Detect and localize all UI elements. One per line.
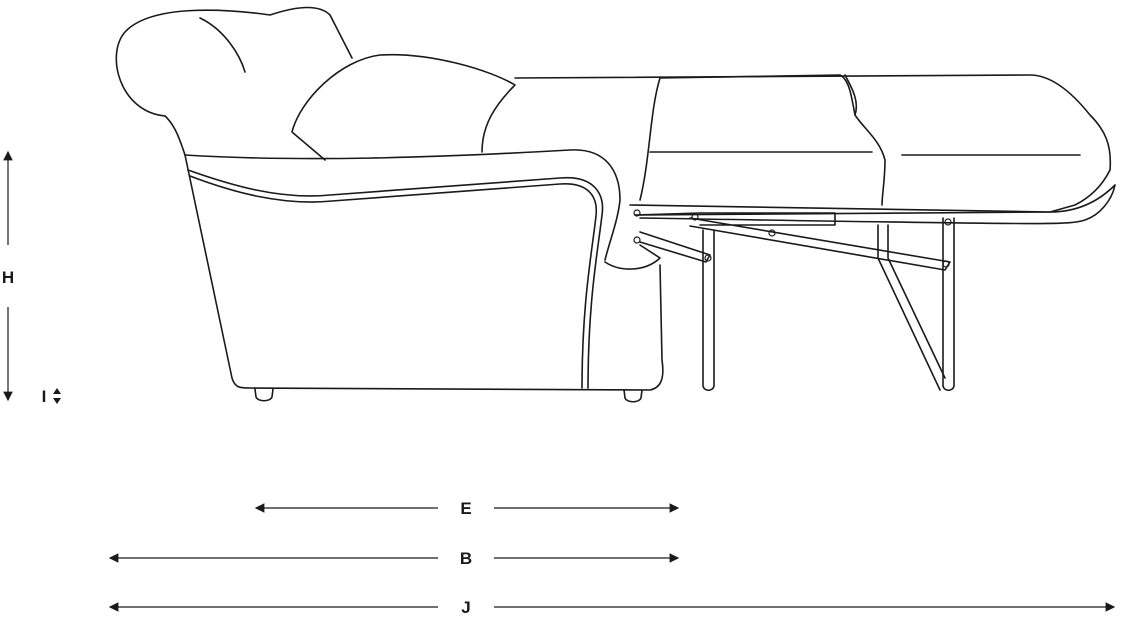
frame-linkage: [634, 212, 951, 271]
arm-top: [184, 149, 621, 261]
dimension-j: J: [108, 598, 1116, 617]
mattress-top: [514, 74, 1112, 216]
dimension-i: I: [42, 387, 61, 406]
arm-piping-inner: [189, 175, 598, 389]
leg-2: [942, 217, 955, 392]
extended-length-label: J: [461, 598, 470, 617]
foot-left: [254, 388, 274, 402]
foot-right: [623, 389, 643, 403]
mattress-section-1: [639, 74, 886, 206]
leg-brace: [877, 224, 946, 391]
dimension-b: B: [108, 549, 680, 568]
up-down-arrow-icon: [53, 388, 61, 404]
dimension-h: H: [2, 150, 14, 402]
leg-1: [702, 229, 715, 392]
arm-front-pocket: [604, 244, 661, 270]
seat-depth-label: E: [460, 499, 471, 518]
cushion: [291, 53, 516, 161]
height-label: H: [2, 268, 14, 287]
backrest-front: [164, 115, 186, 156]
mattress-section-2: [844, 74, 858, 116]
depth-label: B: [460, 549, 472, 568]
leg-height-label: I: [42, 387, 47, 406]
arm-piping: [187, 169, 604, 389]
sofa-drawing: [115, 6, 1116, 403]
dimension-e: E: [254, 499, 680, 518]
body-outline: [184, 154, 664, 391]
backrest-fold: [199, 17, 246, 73]
frame-rail: [629, 184, 1116, 225]
backrest-roll: [115, 6, 353, 117]
